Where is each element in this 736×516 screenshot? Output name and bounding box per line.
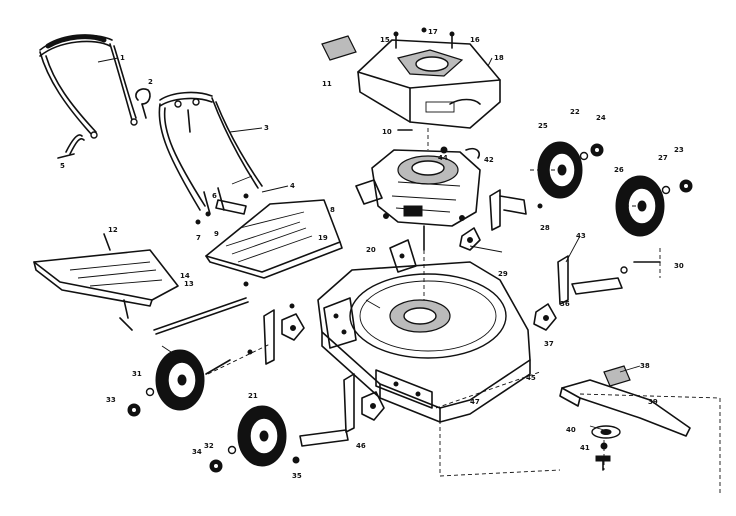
callout-label: 12: [108, 226, 118, 234]
height-adjuster-rear-upper: [459, 189, 543, 251]
upper-handle: [39, 34, 138, 139]
callout-label: 24: [596, 114, 606, 122]
callout-label: 36: [560, 300, 570, 308]
callout-leaders: [97, 57, 641, 431]
callout-label: 7: [196, 234, 201, 242]
callout-label: 6: [212, 192, 217, 200]
callout-label: 34: [192, 448, 202, 456]
callout-label: 43: [576, 232, 586, 240]
height-adjuster-rear-lower: [533, 255, 661, 331]
discharge-chute: [33, 233, 179, 331]
assembly-lines: [207, 128, 721, 496]
callout-label: 39: [648, 398, 658, 406]
callout-label: 33: [106, 396, 116, 404]
callout-label: 28: [540, 224, 550, 232]
callout-label: 3: [264, 124, 269, 132]
callout-label: 5: [60, 162, 65, 170]
callout-label: 38: [640, 362, 650, 370]
engine-shroud: [357, 39, 501, 129]
callout-label: 37: [544, 340, 554, 348]
callout-label: 9: [214, 230, 219, 238]
handle-bolt: [57, 134, 85, 159]
callout-label: 25: [538, 122, 548, 130]
callout-label: 10: [382, 128, 392, 136]
handle-knob: [135, 88, 151, 119]
callout-label: 32: [204, 442, 214, 450]
callout-label: 13: [184, 280, 194, 288]
callout-label: 21: [248, 392, 258, 400]
shroud-screws: [393, 27, 455, 131]
wheel-front-left-upper: [127, 349, 231, 417]
callout-label: 29: [498, 270, 508, 278]
lower-handle: [158, 91, 263, 211]
callout-label: 30: [674, 262, 684, 270]
callout-label: 40: [566, 426, 576, 434]
callout-label: 4: [290, 182, 295, 190]
handle-bracket-hardware: [195, 175, 253, 225]
callout-label: 35: [292, 472, 302, 480]
mower-deck: [317, 239, 531, 423]
shroud-label-plate: [321, 35, 357, 61]
callout-label: 46: [356, 442, 366, 450]
callout-label: 23: [674, 146, 684, 154]
callout-label: 44: [438, 154, 448, 162]
deflector-plate: [205, 199, 343, 279]
callout-label: 2: [148, 78, 153, 86]
height-adjuster-front-lower: [292, 373, 385, 464]
callout-label: 1: [120, 54, 125, 62]
callout-label: 41: [580, 444, 590, 452]
callout-label: 22: [570, 108, 580, 116]
blade-assembly: [559, 365, 691, 471]
callout-label: 19: [318, 234, 328, 242]
callout-label: 42: [484, 156, 494, 164]
callout-label: 27: [658, 154, 668, 162]
axle-rod: [153, 281, 295, 335]
callout-label: 8: [330, 206, 335, 214]
callout-label: 45: [526, 374, 536, 382]
height-adjuster-front-upper: [247, 309, 305, 365]
callout-label: 17: [428, 28, 438, 36]
callout-label: 11: [322, 80, 332, 88]
callout-label: 20: [366, 246, 376, 254]
callout-label: 26: [614, 166, 624, 174]
callout-label: 16: [470, 36, 480, 44]
callout-label: 15: [380, 36, 390, 44]
callout-label: 31: [132, 370, 142, 378]
callout-label: 18: [494, 54, 504, 62]
wheel-front-left-lower: [209, 405, 287, 473]
engine: [355, 146, 481, 251]
callout-label: 14: [180, 272, 190, 280]
callout-label: 47: [470, 398, 480, 406]
callout-labels: 1 2 3 4 5 6 7 8 9 10 11 12 13 14 15 16 1…: [60, 28, 684, 480]
